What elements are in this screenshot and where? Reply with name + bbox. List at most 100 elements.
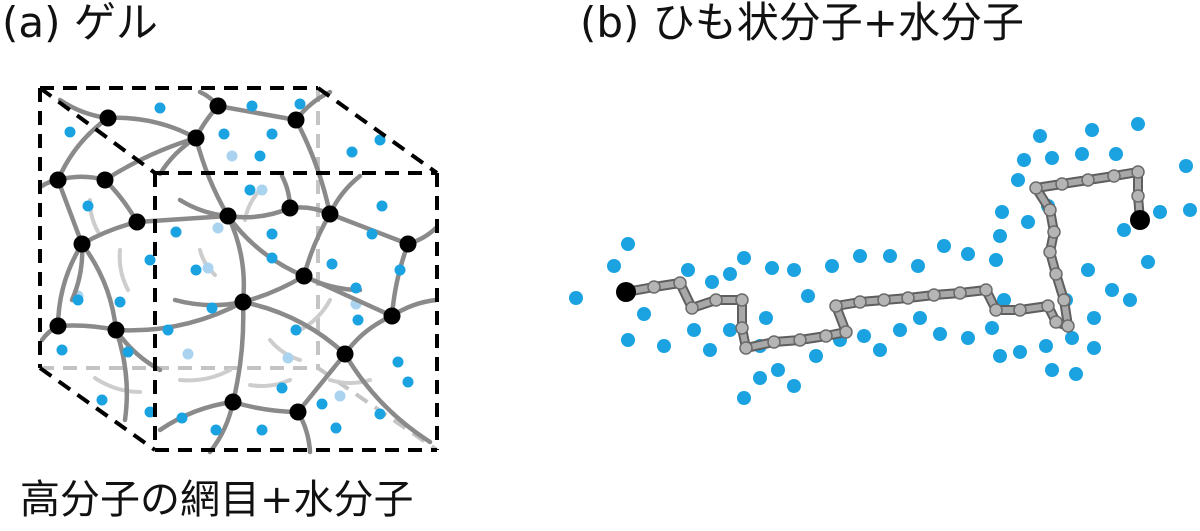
chain-segment-bead <box>877 293 891 307</box>
crosslink-node <box>399 235 417 253</box>
panel-b-label: (b) ひも状分子+水分子 <box>580 0 1024 47</box>
polymer-strand <box>389 241 411 319</box>
polymer-strand <box>240 273 307 305</box>
water-molecule <box>246 100 258 112</box>
water-molecule <box>122 346 134 358</box>
water-molecule <box>771 363 785 377</box>
water-molecule <box>913 311 927 325</box>
water-molecule <box>266 252 278 264</box>
water-molecule <box>753 371 767 385</box>
water-molecule <box>374 408 386 420</box>
water-molecule <box>621 237 635 251</box>
polymer-strand-faded <box>248 378 292 388</box>
water-molecule <box>809 349 823 363</box>
water-molecule <box>218 128 230 140</box>
polymer-strand <box>55 323 119 333</box>
water-molecule <box>997 293 1011 307</box>
water-molecule <box>1033 129 1047 143</box>
water-molecule <box>1141 255 1155 269</box>
chain-segment-bead <box>767 335 781 349</box>
polymer-strand <box>193 135 231 219</box>
water-molecule <box>993 229 1007 243</box>
water-molecule <box>256 424 268 436</box>
water-molecule-faded <box>334 390 346 402</box>
water-molecule <box>1085 123 1099 137</box>
chain-segment-bead <box>1057 293 1071 307</box>
water-molecule <box>392 356 404 368</box>
water-molecule <box>144 406 156 418</box>
water-molecule <box>376 200 388 212</box>
water-molecule <box>402 376 414 388</box>
water-molecule <box>961 247 975 261</box>
water-molecule <box>394 264 406 276</box>
chain-segment-bead <box>1081 173 1095 187</box>
polymer-strand <box>79 241 119 333</box>
crosslink-node <box>99 109 117 127</box>
water-molecule <box>657 339 671 353</box>
polymer-strand-end <box>157 399 236 433</box>
chain-segment-bead <box>673 276 687 290</box>
string-molecule-panel <box>569 117 1197 405</box>
crosslink-node <box>289 403 307 421</box>
water-molecule <box>703 343 717 357</box>
crosslink-node <box>49 171 67 189</box>
water-molecule <box>266 228 278 240</box>
water-molecule <box>72 294 84 306</box>
polymer-strand <box>293 117 333 217</box>
cube-edge <box>316 86 439 175</box>
chain-segment-bead <box>1055 177 1069 191</box>
polymer-strand-end <box>113 327 130 423</box>
chain-segment-bead <box>1043 203 1057 217</box>
chain-segment-bead <box>979 283 993 297</box>
chain-segment-bead <box>1013 303 1027 317</box>
water-molecule <box>893 323 907 337</box>
water-molecule <box>294 98 306 110</box>
water-molecule <box>82 200 94 212</box>
water-molecule-faded <box>282 352 294 364</box>
chain-segment-bead <box>1047 225 1061 239</box>
water-molecule-faded <box>226 150 238 162</box>
polymer-strand-faded <box>268 338 302 362</box>
water-molecule <box>705 275 719 289</box>
chain-segment-bead <box>735 321 749 335</box>
polymer-strand <box>301 211 333 279</box>
water-molecule <box>765 261 779 275</box>
cube-edge <box>38 366 157 452</box>
chain-segment-bead <box>819 329 833 343</box>
string-molecule <box>616 165 1150 355</box>
chain-segment-bead <box>1131 165 1145 179</box>
water-molecule <box>607 259 621 273</box>
water-molecule <box>911 259 925 273</box>
water-molecule <box>1179 159 1193 173</box>
water-molecule <box>1021 215 1035 229</box>
water-molecule <box>190 264 202 276</box>
crosslink-node <box>234 293 252 311</box>
chain-segment-bead <box>1041 299 1055 313</box>
water-molecule <box>995 205 1009 219</box>
water-molecule <box>316 398 328 410</box>
crosslink-node <box>187 129 205 147</box>
water-molecule <box>56 344 68 356</box>
water-molecule <box>210 424 222 436</box>
chain-segment-bead <box>901 291 915 305</box>
water-molecule <box>64 126 76 138</box>
water-molecule <box>1109 147 1123 161</box>
water-molecule <box>1065 331 1079 345</box>
water-molecule <box>244 184 256 196</box>
panel-a-caption: 高分子の網目+水分子 <box>20 477 414 523</box>
crosslink-node <box>336 345 354 363</box>
water-molecule <box>1069 367 1083 381</box>
polymer-strand <box>102 135 199 183</box>
water-molecule <box>853 249 867 263</box>
water-molecule <box>326 258 338 270</box>
chain-segment-bead <box>739 341 753 355</box>
polymer-strand-faded <box>178 368 232 383</box>
polymer-strand <box>134 213 231 225</box>
water-molecule-faded <box>202 262 214 274</box>
gel-cube <box>38 86 439 455</box>
crosslink-node <box>321 205 339 223</box>
polymer-strand <box>79 219 140 247</box>
crosslink-node <box>96 171 114 189</box>
water-molecule <box>1011 173 1025 187</box>
